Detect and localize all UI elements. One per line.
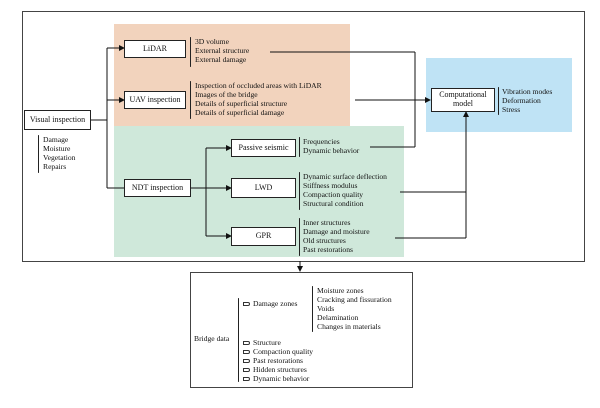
computational-model-brace: [498, 87, 499, 115]
comp-item-stress: Stress: [502, 105, 521, 114]
lwd-item-structural-condition: Structural condition: [303, 199, 364, 208]
uav-brace: [190, 81, 191, 119]
bridge-item-dynamic-behavior: Dynamic behavior: [253, 374, 310, 383]
lwd-brace: [299, 172, 300, 210]
lidar-brace: [190, 37, 191, 67]
visual-item-moisture: Moisture: [43, 144, 71, 153]
visual-inspection-label: Visual inspection: [29, 114, 86, 124]
comp-item-vibration-modes: Vibration modes: [502, 87, 553, 96]
lidar-items: 3D volume External structure External da…: [195, 37, 249, 64]
lidar-item-3d-volume: 3D volume: [195, 37, 229, 46]
passive-seismic-label: Passive seismic: [238, 142, 289, 152]
restorations-pointer-icon: [243, 359, 250, 363]
lwd-box: LWD: [231, 178, 296, 198]
gpr-brace: [299, 218, 300, 256]
gpr-item-old-structures: Old structures: [303, 236, 346, 245]
uav-item-images: Images of the bridge: [195, 90, 258, 99]
damage-zones-brace: [312, 286, 313, 332]
uav-items: Inspection of occluded areas with LiDAR …: [195, 81, 322, 117]
gpr-box: GPR: [231, 227, 296, 246]
lidar-item-external-structure: External structure: [195, 46, 250, 55]
computational-model-label-2: model: [453, 99, 473, 108]
damage-zones-pointer-icon: [243, 302, 250, 306]
computational-model-items: Vibration modes Deformation Stress: [502, 87, 552, 114]
gpr-items: Inner structures Damage and moisture Old…: [303, 218, 370, 254]
uav-inspection-label: UAV inspection: [129, 94, 181, 104]
visual-inspection-items: Damage Moisture Vegetation Repairs: [43, 135, 75, 171]
seismic-item-dynamic-behavior: Dynamic behavior: [303, 146, 360, 155]
dynamic-behavior-pointer-icon: [243, 377, 250, 381]
bridge-data-brace: [238, 298, 239, 382]
ndt-inspection-box: NDT inspection: [124, 179, 191, 197]
lwd-item-deflection: Dynamic surface deflection: [303, 172, 387, 181]
lwd-item-stiffness: Stiffness modulus: [303, 181, 358, 190]
bridge-data-label: Bridge data: [194, 334, 230, 343]
damage-item-moisture-zones: Moisture zones: [317, 286, 364, 295]
damage-item-delamination: Delamination: [317, 313, 359, 322]
visual-item-damage: Damage: [43, 135, 69, 144]
bridge-data-box: [190, 272, 413, 388]
uav-item-occluded: Inspection of occluded areas with LiDAR: [195, 81, 322, 90]
damage-item-voids: Voids: [317, 304, 335, 313]
compaction-pointer-icon: [243, 350, 250, 354]
visual-item-repairs: Repairs: [43, 162, 67, 171]
lwd-item-compaction: Compaction quality: [303, 190, 364, 199]
uav-inspection-box: UAV inspection: [124, 91, 186, 109]
structure-pointer-icon: [243, 341, 250, 345]
bridge-item-hidden-structures: Hidden structures: [253, 365, 307, 374]
seismic-item-frequencies: Frequencies: [303, 137, 340, 146]
computational-model-box: Computational model: [431, 88, 495, 112]
passive-seismic-items: Frequencies Dynamic behavior: [303, 137, 359, 155]
bridge-item-compaction: Compaction quality: [253, 347, 314, 356]
damage-zones-label: Damage zones: [253, 299, 298, 308]
comp-item-deformation: Deformation: [502, 96, 541, 105]
lidar-item-external-damage: External damage: [195, 55, 247, 64]
ndt-inspection-label: NDT inspection: [131, 182, 184, 192]
visual-inspection-box: Visual inspection: [24, 110, 91, 130]
lidar-box: LiDAR: [124, 40, 186, 58]
visual-item-vegetation: Vegetation: [43, 153, 76, 162]
gpr-label: GPR: [255, 231, 272, 241]
hidden-structures-pointer-icon: [243, 368, 250, 372]
lwd-items: Dynamic surface deflection Stiffness mod…: [303, 172, 387, 208]
bridge-item-restorations: Past restorations: [253, 356, 303, 365]
passive-seismic-brace: [299, 137, 300, 157]
damage-zones-items: Moisture zones Cracking and fissuration …: [317, 286, 392, 331]
lidar-label: LiDAR: [143, 43, 167, 53]
lwd-label: LWD: [254, 182, 273, 192]
damage-item-cracking: Cracking and fissuration: [317, 295, 392, 304]
gpr-item-damage-moisture: Damage and moisture: [303, 227, 370, 236]
computational-model-label-1: Computational: [439, 90, 487, 100]
gpr-item-past-restorations: Past restorations: [303, 245, 353, 254]
bridge-item-structure: Structure: [253, 338, 281, 347]
damage-item-materials: Changes in materials: [317, 322, 381, 331]
gpr-item-inner-structures: Inner structures: [303, 218, 351, 227]
visual-inspection-brace: [38, 135, 39, 173]
uav-item-superficial-damage: Details of superficial damage: [195, 108, 285, 117]
uav-item-superficial-structure: Details of superficial structure: [195, 99, 288, 108]
passive-seismic-box: Passive seismic: [231, 139, 296, 157]
